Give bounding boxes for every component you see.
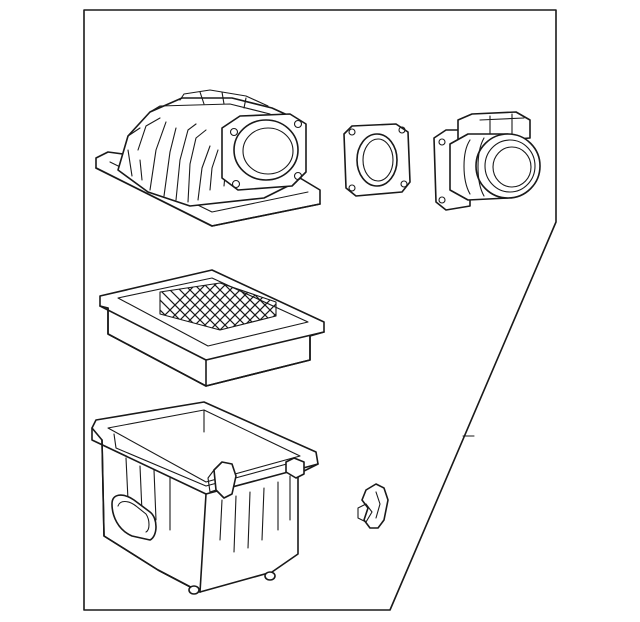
clip — [357, 483, 389, 529]
lower-housing — [91, 401, 319, 595]
upper-housing — [95, 89, 321, 227]
gasket — [343, 123, 411, 197]
filter-mesh — [160, 283, 276, 330]
filter-element — [99, 269, 325, 387]
mass-air-flow-sensor — [433, 111, 541, 211]
